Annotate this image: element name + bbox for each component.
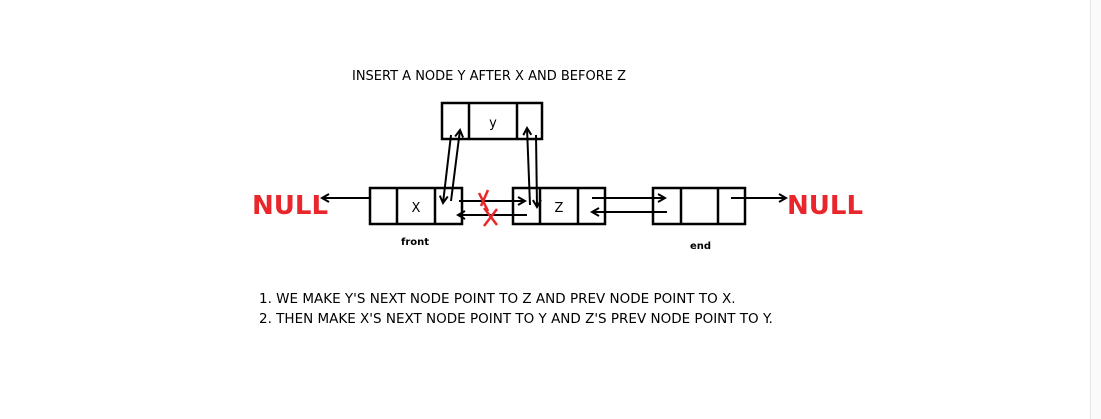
null-left: NULL — [252, 191, 328, 221]
node-end — [651, 186, 747, 226]
null-right: NULL — [787, 191, 863, 221]
node-y-value: y — [489, 116, 497, 131]
cross-marks — [477, 189, 498, 227]
node-z-value: Z — [555, 201, 564, 216]
steps-text: 1. WE MAKE Y'S NEXT NODE POINT TO Z AND … — [259, 289, 799, 329]
node-x-value: X — [412, 201, 421, 216]
diagram-title: INSERT A NODE Y AFTER X AND BEFORE Z — [352, 69, 626, 84]
step-1: 1. WE MAKE Y'S NEXT NODE POINT TO Z AND … — [259, 291, 736, 307]
label-front: front — [401, 237, 429, 248]
label-end: end — [690, 241, 711, 252]
node-y — [440, 101, 544, 141]
node-x — [368, 186, 464, 226]
scrollbar-edge — [1090, 0, 1101, 419]
step-2: 2. THEN MAKE X'S NEXT NODE POINT TO Y AN… — [259, 311, 773, 327]
